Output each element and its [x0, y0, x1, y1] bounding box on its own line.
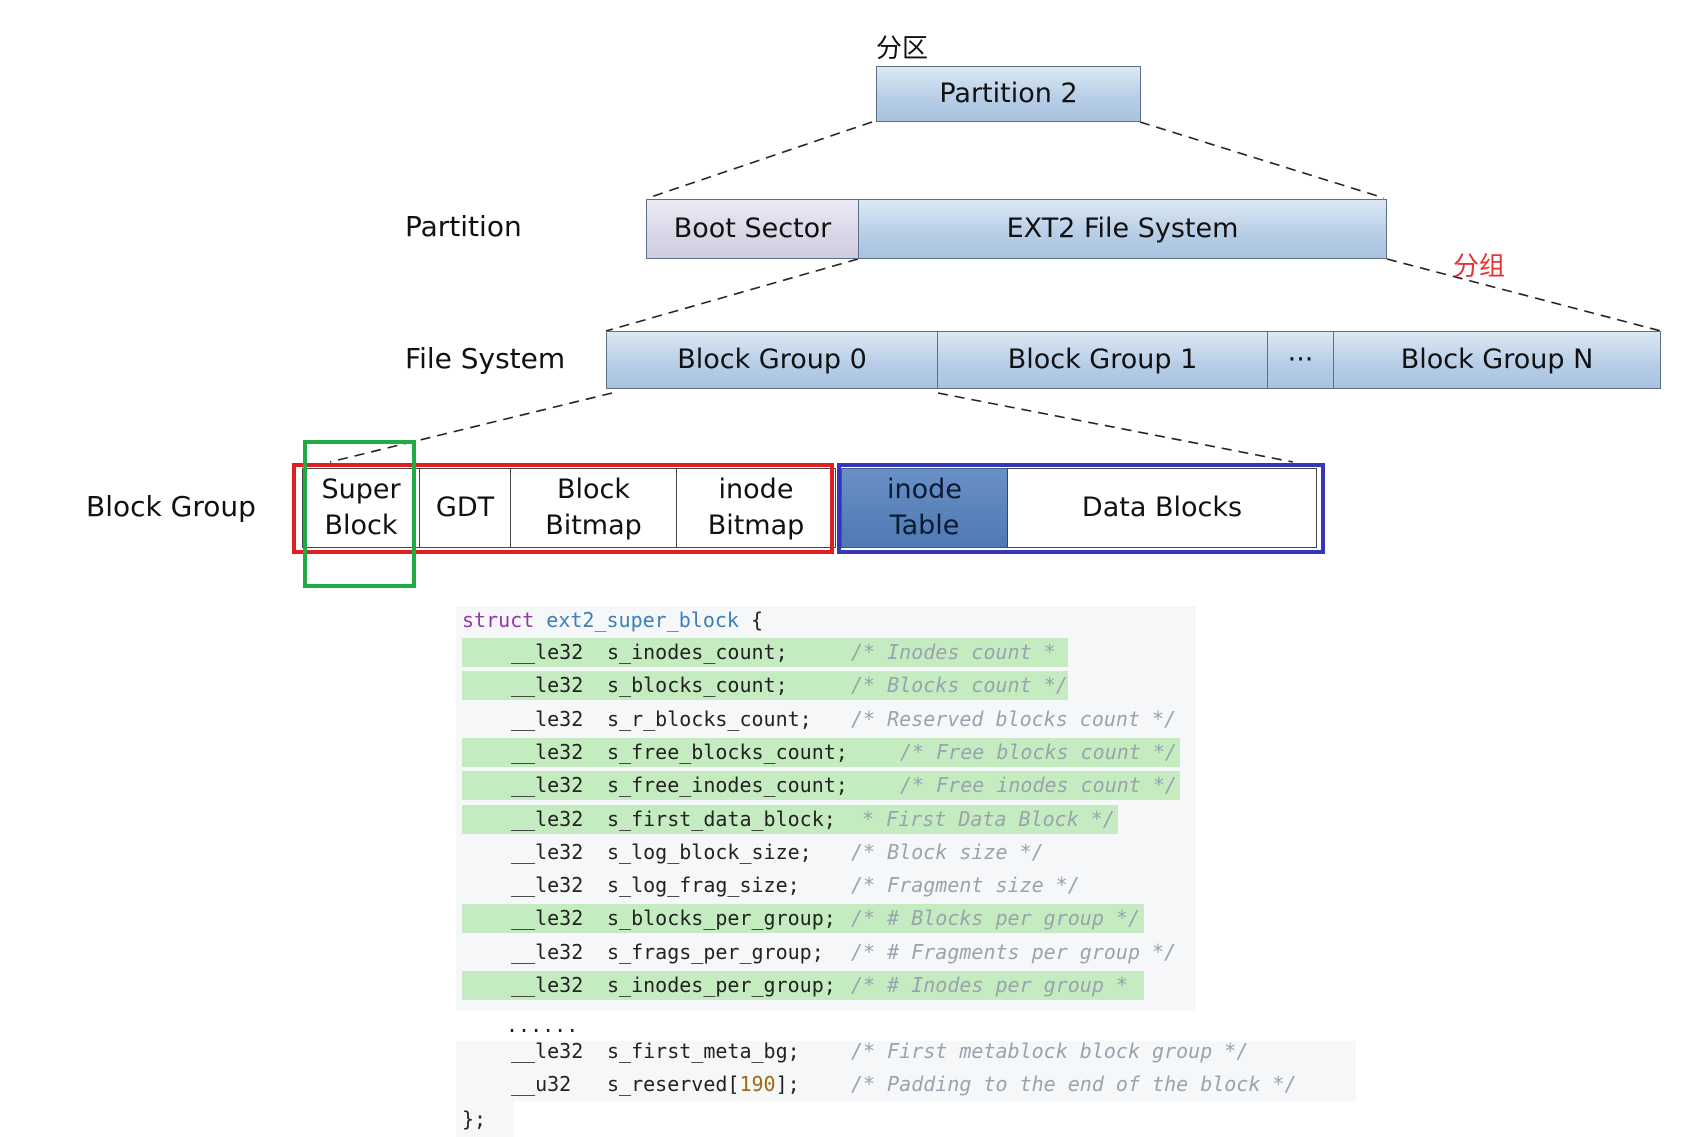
block-bitmap-line2: Bitmap: [545, 510, 642, 541]
struct-name: ext2_super_block: [546, 608, 739, 632]
field-name: s_log_frag_size;: [607, 873, 800, 897]
tail-field-name: s_reserved[190];: [607, 1070, 800, 1099]
field-type: __le32: [511, 940, 584, 964]
field-comment: /* Fragment size */: [851, 873, 1080, 897]
code-closing: };: [462, 1107, 487, 1131]
tail-field-type: __le32: [511, 1039, 584, 1063]
inode-bitmap-line1: inode: [718, 474, 794, 505]
open-brace: {: [751, 608, 764, 632]
block-group-0-box: Block Group 0: [606, 331, 938, 389]
boot-sector-label: Boot Sector: [673, 213, 832, 244]
tail-field-number: 190: [739, 1072, 776, 1096]
code-row-highlight: [462, 805, 1118, 834]
ext2-file-system-label: EXT2 File System: [1006, 213, 1239, 244]
field-type: __le32: [511, 707, 584, 731]
code-row-highlight: [462, 904, 1144, 933]
inode-table-line2: Table: [889, 510, 960, 541]
file-system-level-label: File System: [405, 342, 566, 375]
field-name: s_blocks_per_group;: [607, 906, 836, 930]
field-name: s_blocks_count;: [607, 673, 788, 697]
code-background-closing: [456, 1101, 514, 1137]
group-annotation: 分组: [1453, 252, 1506, 282]
partition-2-label: Partition 2: [939, 78, 1078, 109]
block-group-level-label: Block Group: [86, 490, 256, 523]
field-name: s_inodes_per_group;: [607, 973, 836, 997]
tail-field-type: __u32: [511, 1072, 572, 1096]
field-type: __le32: [511, 973, 584, 997]
field-comment: /* Inodes count *: [851, 640, 1056, 664]
code-row-highlight: [462, 771, 1180, 800]
field-comment: /* Free blocks count */: [900, 740, 1177, 764]
field-comment: * First Data Block */: [862, 807, 1115, 831]
field-name: s_inodes_count;: [607, 640, 788, 664]
tail-field-name-text: s_first_meta_bg;: [607, 1039, 800, 1063]
code-ellipsis: ......: [506, 1013, 579, 1037]
field-name: s_free_blocks_count;: [607, 740, 848, 764]
code-background-tail: [456, 1041, 1356, 1101]
field-name: s_frags_per_group;: [607, 940, 824, 964]
tail-field-name-text: s_reserved[: [607, 1072, 740, 1096]
field-type: __le32: [511, 840, 584, 864]
inode-bitmap-line2: Bitmap: [707, 510, 805, 541]
gdt-box: GDT: [419, 468, 511, 548]
partition-annotation: 分区: [876, 34, 929, 64]
field-type: __le32: [511, 906, 584, 930]
code-row-highlight: [462, 671, 1068, 700]
tail-field-comment: /* Padding to the end of the block */: [851, 1072, 1297, 1096]
block-bitmap-line1: Block: [556, 474, 630, 505]
code-row-highlight: [462, 638, 1068, 667]
block-group-n-label: Block Group N: [1400, 344, 1594, 375]
field-type: __le32: [511, 873, 584, 897]
block-group-1-label: Block Group 1: [1007, 344, 1198, 375]
field-type: __le32: [511, 740, 584, 764]
field-comment: /* # Inodes per group *: [851, 973, 1128, 997]
super-block-line2: Block: [324, 510, 398, 541]
ext2-file-system-box: EXT2 File System: [858, 199, 1387, 259]
field-type: __le32: [511, 640, 584, 664]
field-comment: /* Blocks count */: [851, 673, 1068, 697]
field-name: s_r_blocks_count;: [607, 707, 812, 731]
field-type: __le32: [511, 673, 584, 697]
block-group-0-label: Block Group 0: [677, 344, 867, 375]
field-name: s_first_data_block;: [607, 807, 836, 831]
field-type: __le32: [511, 807, 584, 831]
field-type: __le32: [511, 773, 584, 797]
partition-2-box: Partition 2: [876, 66, 1141, 122]
field-comment: /* # Fragments per group */: [851, 940, 1177, 964]
field-comment: /* # Blocks per group */: [851, 906, 1140, 930]
code-header: struct ext2_super_block {: [462, 606, 763, 635]
super-block-line1: Super: [321, 474, 401, 505]
data-blocks-box: Data Blocks: [1007, 468, 1317, 548]
tail-field-comment: /* First metablock block group */: [851, 1039, 1249, 1063]
tail-field-name: s_first_meta_bg;: [607, 1037, 800, 1066]
field-comment: /* Block size */: [851, 840, 1044, 864]
partition-level-label: Partition: [405, 210, 522, 243]
block-group-1-box: Block Group 1: [937, 331, 1268, 389]
code-row-highlight: [462, 971, 1144, 1000]
tail-field-suffix: ];: [775, 1072, 800, 1096]
data-blocks-label: Data Blocks: [1081, 492, 1243, 523]
field-name: s_free_inodes_count;: [607, 773, 848, 797]
block-group-n-box: Block Group N: [1333, 331, 1661, 389]
block-group-ellipsis-box: ···: [1267, 331, 1334, 389]
gdt-label: GDT: [435, 492, 495, 523]
inode-table-line1: inode: [887, 474, 962, 505]
code-row-highlight: [462, 738, 1180, 767]
struct-keyword: struct: [462, 608, 535, 632]
field-name: s_log_block_size;: [607, 840, 812, 864]
block-group-ellipsis-label: ···: [1287, 344, 1314, 375]
field-comment: /* Reserved blocks count */: [851, 707, 1177, 731]
field-comment: /* Free inodes count */: [900, 773, 1177, 797]
